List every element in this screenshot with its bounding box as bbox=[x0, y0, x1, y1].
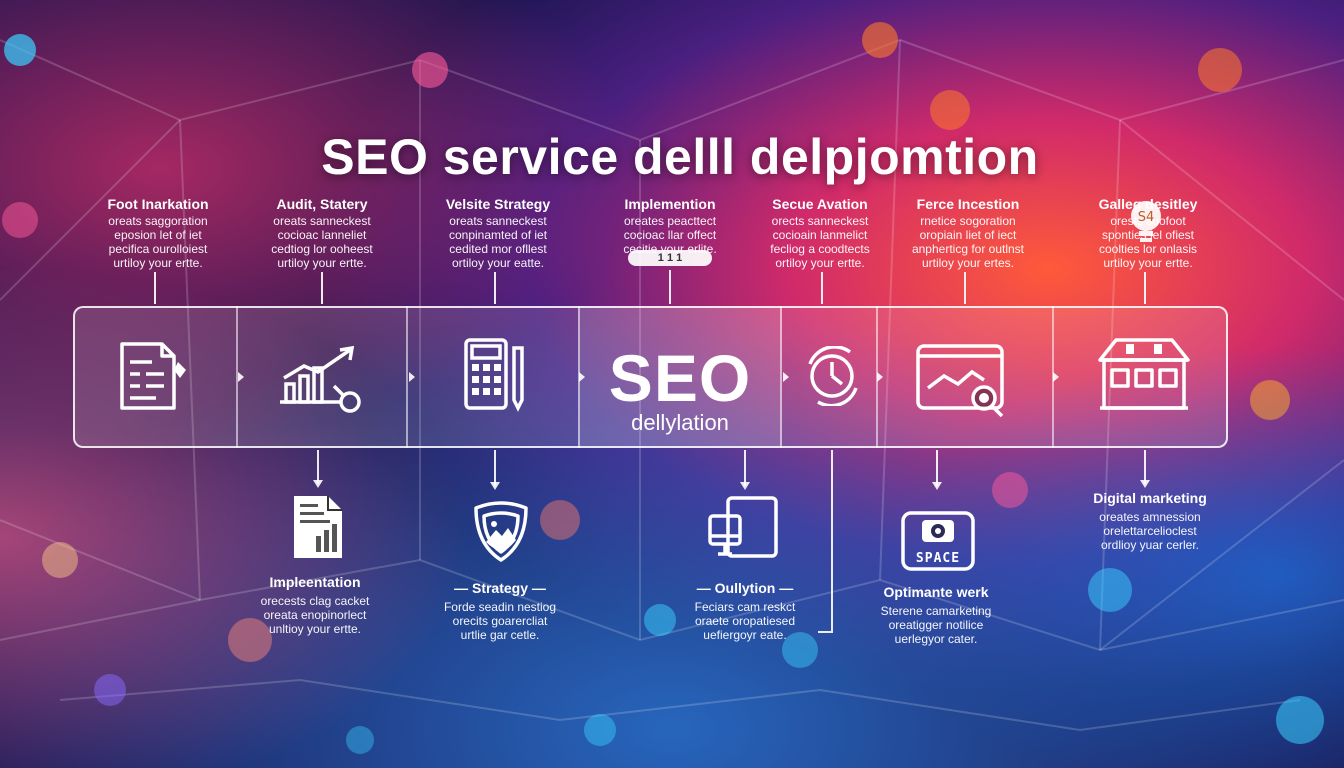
step-text: cocioac llar offect bbox=[623, 228, 717, 242]
step-text: urtiloy your ertte. bbox=[1103, 256, 1193, 270]
step-text: cedtiog lor ooheest bbox=[271, 242, 373, 256]
step-text: rnetice sogoration bbox=[920, 214, 1016, 228]
step-text: oreats sanneckest bbox=[273, 214, 371, 228]
step-heading: Ferce Incestion bbox=[916, 196, 1020, 212]
step-text: ortiloy your eatte. bbox=[451, 256, 545, 270]
growth-chart-icon bbox=[280, 345, 361, 413]
step-text: unltioy your ertte. bbox=[268, 622, 362, 636]
report-icon bbox=[294, 496, 342, 558]
step-heading: Secue Avation bbox=[772, 196, 868, 212]
bottom-step-2: Strategy Forde seadin nestiog orecits go… bbox=[400, 580, 600, 642]
bottom-step-4: Optimante werk Sterene camarketing oreat… bbox=[836, 584, 1036, 646]
top-step-6: Ferce Incestion rnetice sogoration oropi… bbox=[878, 196, 1058, 270]
step-heading: Audit, Statery bbox=[276, 196, 368, 212]
step-text: Sterene camarketing bbox=[880, 604, 992, 618]
lightbulb-icon: S4 bbox=[1131, 201, 1161, 242]
step-text: urtiloy your ertes. bbox=[921, 256, 1015, 270]
step-heading: Oullytion bbox=[645, 580, 845, 596]
step-text: anpherticg for outlnst bbox=[911, 242, 1025, 256]
step-text: urtiloy your ertte. bbox=[277, 256, 367, 270]
step-heading: Digital marketing bbox=[1093, 490, 1207, 506]
step-text: oreats sanneckest bbox=[449, 214, 547, 228]
step-text: oraete oropatiesed bbox=[694, 614, 796, 628]
document-icon bbox=[120, 342, 186, 410]
step-badge: 1 1 1 bbox=[628, 250, 712, 266]
step-heading: Impleentation bbox=[269, 574, 361, 590]
space-key-icon: SPACE bbox=[901, 511, 975, 571]
top-step-5: Secue Avation orects sanneckest cocioain… bbox=[730, 196, 910, 270]
step-text: oreatigger notilice bbox=[888, 618, 984, 632]
bottom-step-5: Digital marketing oreates amnession orel… bbox=[1050, 490, 1250, 552]
top-step-4: Implemention oreates peacttect cocioac l… bbox=[580, 196, 760, 256]
top-step-3: Velsite Strategy oreats sanneckest conpi… bbox=[408, 196, 588, 270]
step-heading: Velsite Strategy bbox=[445, 196, 551, 212]
step-text: cedited mor ofllest bbox=[449, 242, 547, 256]
top-step-2: Audit, Statery oreats sanneckest cocioac… bbox=[232, 196, 412, 270]
bottom-step-3: Oullytion Feciars cam reskct oraete orop… bbox=[645, 580, 845, 642]
top-step-1: Foot Inarkation oreats saggoration eposi… bbox=[68, 196, 248, 270]
step-text: uerlegyor cater. bbox=[894, 632, 978, 646]
top-step-7: Galleg desitley orests suofoot sponties … bbox=[1058, 196, 1238, 270]
process-cell-2 bbox=[236, 306, 406, 448]
step-text: orecits goarercliat bbox=[452, 614, 548, 628]
step-text: oreata enopinorlect bbox=[263, 608, 367, 622]
step-text: orecests clag cacket bbox=[260, 594, 370, 608]
lightbulb-label: S4 bbox=[1138, 210, 1155, 225]
analytics-screen-icon bbox=[916, 344, 1004, 418]
step-text: ordlioy yuar cerler. bbox=[1100, 538, 1200, 552]
step-text: orects sanneckest bbox=[771, 214, 869, 228]
step-text: pecifica ourolloiest bbox=[108, 242, 208, 256]
step-text: urtlie gar cetle. bbox=[460, 628, 540, 642]
step-text: eposion let of iet bbox=[114, 228, 202, 242]
step-text: oreats saggoration bbox=[108, 214, 208, 228]
seo-sublabel: dellylation bbox=[631, 410, 729, 435]
step-heading: Optimante werk bbox=[883, 584, 989, 600]
step-text: fecliog a coodtects bbox=[770, 242, 870, 256]
step-text: oropiain liet of iect bbox=[919, 228, 1017, 242]
step-text: orelettarcelioclest bbox=[1103, 524, 1197, 538]
step-text: conpinamted of iet bbox=[448, 228, 548, 242]
step-text: Feciars cam reskct bbox=[694, 600, 796, 614]
step-heading: Foot Inarkation bbox=[107, 196, 209, 212]
step-text: ortiloy your ertte. bbox=[775, 256, 865, 270]
bottom-step-1: Impleentation orecests clag cacket oreat… bbox=[215, 574, 415, 636]
step-text: urtiloy your ertte. bbox=[113, 256, 203, 270]
seo-label: SEO bbox=[608, 341, 752, 415]
calculator-icon bbox=[464, 338, 524, 412]
step-text: oreates peacttect bbox=[623, 214, 717, 228]
shield-icon bbox=[474, 501, 528, 562]
process-cell-seo bbox=[578, 306, 782, 448]
step-text: cocioac lanneliet bbox=[277, 228, 367, 242]
process-cell-3 bbox=[406, 306, 578, 448]
step-text: cocioain lanmelict bbox=[772, 228, 868, 242]
process-bar bbox=[73, 306, 1228, 448]
space-key-label: SPACE bbox=[916, 551, 960, 566]
step-text: Forde seadin nestiog bbox=[443, 600, 557, 614]
step-heading: Strategy bbox=[400, 580, 600, 596]
devices-icon bbox=[708, 496, 778, 558]
step-text: oreates amnession bbox=[1099, 510, 1201, 524]
storefront-icon bbox=[1098, 338, 1190, 410]
step-heading: Implemention bbox=[624, 196, 716, 212]
clock-icon bbox=[808, 346, 858, 406]
step-text: uefiergoyr eate. bbox=[703, 628, 787, 642]
step-text: coolties lor onlasis bbox=[1098, 242, 1198, 256]
diagram-title: SEO service delll delpjomtion bbox=[321, 129, 1039, 185]
